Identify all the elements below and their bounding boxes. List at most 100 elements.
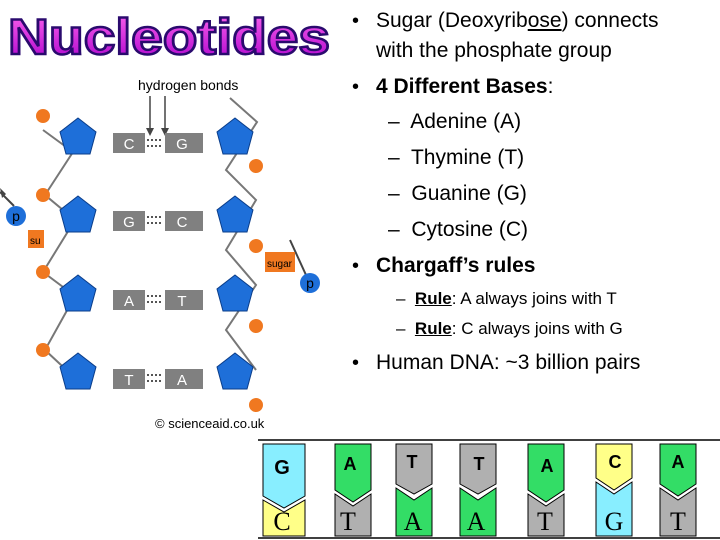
strip-top-block — [395, 443, 433, 495]
phosphate-circle — [249, 239, 263, 253]
base-box-left — [113, 290, 145, 310]
strip-pair-6: C G — [595, 443, 633, 537]
base-letter-right: A — [177, 372, 187, 389]
rule-text: : A always joins with T — [451, 289, 617, 308]
strip-top-block — [659, 443, 697, 497]
base-letter-left: A — [124, 293, 134, 310]
sugar-pentagon — [216, 274, 254, 312]
sugar-pentagon — [59, 352, 97, 390]
sugar-pentagon — [59, 117, 97, 155]
strip-top-letter: G — [274, 457, 290, 479]
human-dna-text: Human DNA: ~3 billion pairs — [376, 351, 641, 374]
sugar-text-ose: ose — [527, 9, 562, 32]
hb-arrowhead-right — [161, 128, 169, 136]
strip-bottom-letter: A — [467, 507, 486, 536]
base-pair-row-1: C G — [113, 133, 203, 153]
base-box-left — [113, 211, 145, 231]
sugar-pentagon — [59, 195, 97, 233]
base-letter-left: G — [123, 214, 135, 231]
phosphate-p-label: p — [306, 275, 314, 291]
base-label: Thymine (T) — [410, 146, 525, 169]
base-box-right — [165, 133, 203, 153]
strip-bottom-block — [527, 493, 565, 537]
sugar-pentagon — [216, 117, 254, 155]
bullet-dot: • — [352, 76, 360, 98]
strip-bottom-letter: T — [537, 507, 553, 536]
strip-bottom-block — [395, 487, 433, 537]
sugar-pentagon — [216, 352, 254, 390]
strip-bottom-letter: T — [670, 507, 686, 536]
base-item-guanine: – Guanine (G) — [388, 176, 527, 212]
title-text: Nucleotides — [8, 9, 330, 62]
strip-bottom-letter: A — [404, 507, 423, 536]
strip-bottom-block — [459, 487, 497, 537]
base-letter-right: T — [177, 293, 186, 310]
arrow-line-right — [289, 239, 307, 276]
rule-word: Rule — [414, 319, 452, 338]
strip-pair-5: A T — [527, 443, 565, 537]
strip-top-letter: T — [474, 454, 485, 474]
strip-bottom-letter: T — [340, 507, 356, 536]
dash: – — [396, 319, 406, 338]
strip-top-letter: A — [344, 454, 357, 474]
base-label: Adenine (A) — [410, 110, 522, 133]
phosphate-circle — [36, 109, 50, 123]
strip-top-block — [459, 443, 497, 495]
base-pair-row-3: A T — [113, 290, 203, 310]
strip-top-letter: A — [541, 456, 554, 476]
base-letter-left: C — [124, 136, 135, 153]
sugar-label-right: sugar — [267, 259, 293, 270]
sugar-text-a: Sugar (Deoxyrib — [376, 9, 528, 32]
base-item-adenine: – Adenine (A) — [388, 104, 521, 140]
strip-bottom-block — [334, 493, 372, 537]
strip-top-block — [262, 443, 306, 509]
base-box-right — [165, 211, 203, 231]
base-pair-row-4: T A — [113, 369, 203, 389]
bullet-dot: • — [352, 255, 360, 277]
bullet-dot: • — [352, 10, 360, 32]
phosphate-circle — [249, 398, 263, 412]
base-label: Cytosine (C) — [411, 218, 529, 241]
bases-heading: 4 Different Bases — [376, 75, 548, 98]
rule-1: – Rule: A always joins with T — [396, 284, 617, 314]
strip-top-letter: A — [672, 452, 685, 472]
sugar-label-left: su — [30, 236, 41, 247]
slide-title: Nucleotides — [7, 8, 332, 62]
chargaff-heading: Chargaff’s rules — [376, 254, 536, 277]
sugar-pentagon — [59, 274, 97, 312]
bullet-dot: • — [352, 352, 360, 374]
phosphate-circle — [249, 159, 263, 173]
strip-bottom-block — [659, 487, 697, 537]
base-item-thymine: – Thymine (T) — [388, 140, 524, 176]
strip-pair-4: T A — [459, 443, 497, 537]
base-label: Guanine (G) — [411, 182, 527, 205]
backbone-left — [41, 129, 77, 379]
dash: – — [388, 182, 400, 205]
dash: – — [388, 146, 400, 169]
strip-top-block — [595, 443, 633, 491]
phosphate-p-right — [300, 273, 320, 293]
hydrogen-bonds-label: hydrogen bonds — [138, 77, 238, 93]
strip-top-block — [527, 443, 565, 503]
credit-text: © scienceaid.co.uk — [155, 416, 265, 431]
rule-2: – Rule: C always joins with G — [396, 314, 623, 344]
base-letter-right: C — [177, 214, 188, 231]
phosphate-p-left — [6, 206, 26, 226]
base-pair-row-2: G C — [113, 211, 203, 231]
bases-colon: : — [547, 75, 554, 98]
base-letter-left: T — [124, 372, 133, 389]
strip-top-letter: T — [407, 452, 418, 472]
strip-bottom-block — [595, 481, 633, 537]
strip-top-letter: C — [609, 452, 622, 472]
strip-pair-7: A T — [659, 443, 697, 537]
dash: – — [396, 289, 406, 308]
phosphate-circle — [36, 343, 50, 357]
strip-top-block — [334, 443, 372, 503]
sugar-partial-left — [28, 230, 44, 248]
sugar-partial-right — [265, 252, 295, 272]
base-item-cytosine: – Cytosine (C) — [388, 212, 528, 248]
base-box-right — [165, 290, 203, 310]
phosphate-circle — [36, 188, 50, 202]
rule-text: : C always joins with G — [451, 319, 623, 338]
strip-pair-2: A T — [334, 443, 372, 537]
